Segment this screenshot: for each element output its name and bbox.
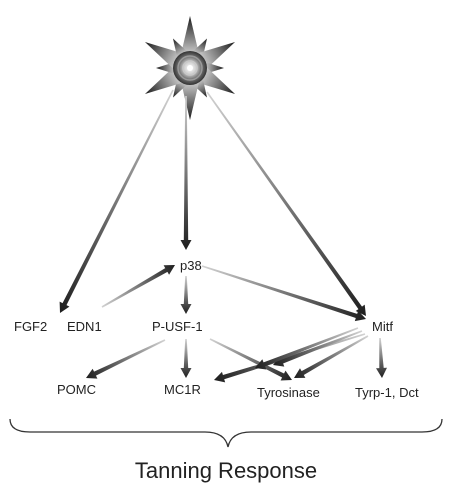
- arrow-mitf-branch-1: [272, 330, 363, 367]
- arrow-p38-to-pusf1: [180, 276, 192, 314]
- arrow-pusf1-to-mc1r: [180, 339, 192, 378]
- tanning-response-label: Tanning Response: [135, 458, 317, 483]
- arrow-mitf-to-tyrosinase: [293, 335, 369, 379]
- node-mc1r: MC1R: [164, 382, 201, 397]
- sun-ray: [181, 16, 199, 54]
- node-tyrosinase: Tyrosinase: [257, 385, 320, 400]
- node-mitf: Mitf: [372, 319, 393, 334]
- sun-ray: [181, 82, 199, 120]
- node-edn1: EDN1: [67, 319, 102, 334]
- arrow-mitf-to-tyrp1_dct: [376, 337, 387, 379]
- sun-ray: [144, 42, 183, 69]
- arrow-pusf1-to-pomc: [86, 339, 166, 379]
- pathway-arrows: [59, 89, 387, 383]
- node-pomc: POMC: [57, 382, 96, 397]
- arrow-pusf1-to-tyrosinase: [209, 338, 293, 381]
- arrow-mitf-branch-2: [255, 327, 359, 370]
- arrow-sun-to-p38: [180, 96, 192, 250]
- node-tyrp1-dct: Tyrp-1, Dct: [355, 385, 419, 400]
- arrow-p38-to-mitf: [201, 265, 366, 322]
- node-fgf2: FGF2: [14, 319, 47, 334]
- arrow-sun-to-mitf: [206, 91, 366, 316]
- arrow-edn1-to-p38: [101, 265, 175, 308]
- sun-star-icon: [144, 16, 236, 120]
- node-p-usf-1: P-USF-1: [152, 319, 203, 334]
- sun-ray: [197, 42, 236, 69]
- sun-ray: [197, 67, 236, 94]
- node-p38: p38: [180, 258, 202, 273]
- tanning-response-brace: [9, 418, 443, 448]
- sun-ray: [144, 67, 183, 94]
- arrow-sun-to-fgf2: [59, 89, 174, 314]
